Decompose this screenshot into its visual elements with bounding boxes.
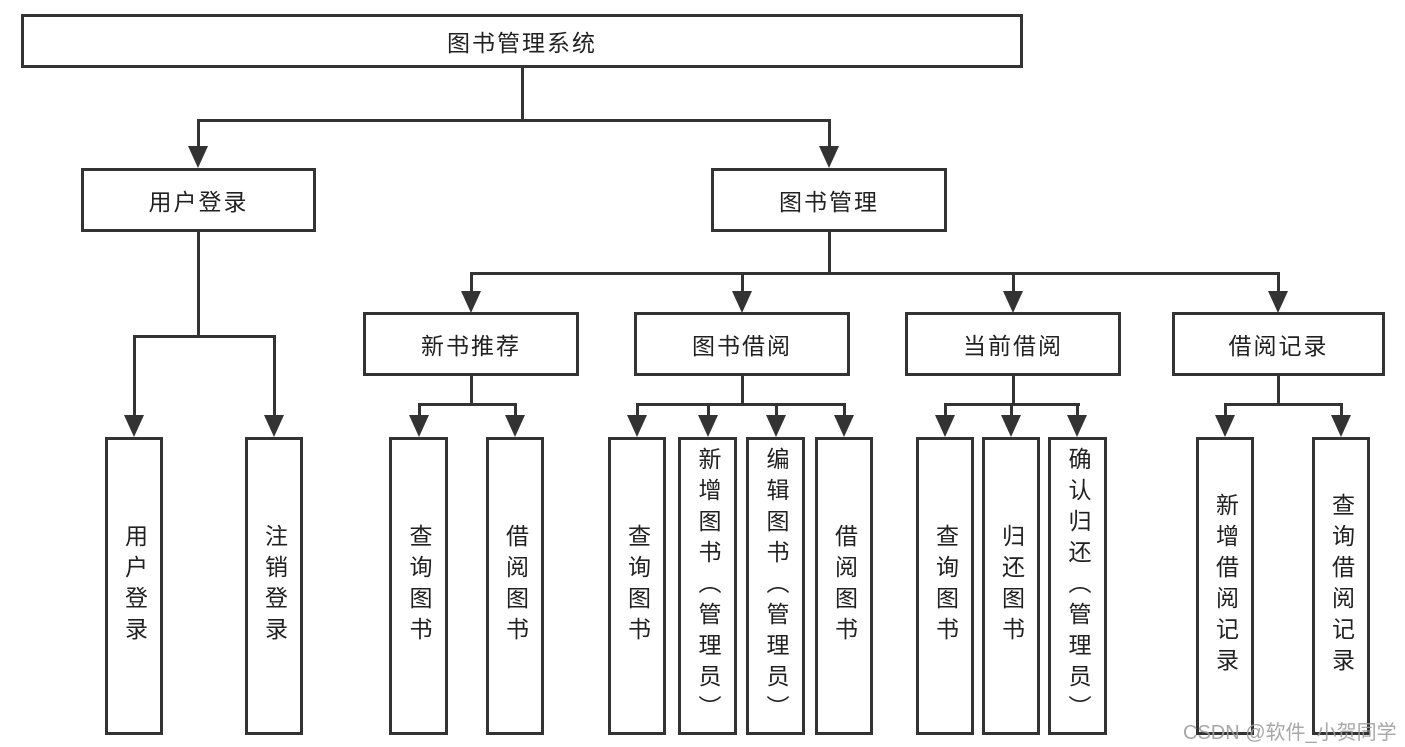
- node-root: 图书管理系统: [21, 14, 1023, 68]
- leaf-user-login-label: 用户登录: [121, 524, 148, 648]
- connector-drop-user-login: [197, 119, 200, 149]
- connector-drop-book-management: [828, 119, 831, 149]
- node-current-borrow: 当前借阅: [905, 312, 1121, 376]
- leaf-current-query: 查询图书: [916, 437, 974, 735]
- node-book-borrow: 图书借阅: [634, 312, 850, 376]
- connector-drop-leaf: [843, 403, 846, 417]
- arrow-down-icon: [732, 291, 752, 313]
- connector-userlogin-bus: [133, 335, 276, 338]
- connector-drop-leaf: [418, 403, 421, 417]
- node-new-book-recommend: 新书推荐: [363, 312, 579, 376]
- node-borrow-record: 借阅记录: [1172, 312, 1385, 376]
- node-root-label: 图书管理系统: [447, 30, 597, 56]
- leaf-borrow-add-label: 新增图书（管理员）: [695, 446, 721, 726]
- leaf-newbook-borrow-label: 借阅图书: [502, 524, 529, 648]
- connector-borrowrecord-bus: [1224, 403, 1343, 406]
- arrow-down-icon: [124, 415, 144, 437]
- connector-root-bus: [197, 119, 831, 122]
- connector-drop-level3: [1277, 272, 1280, 293]
- connector-drop-level3: [470, 272, 473, 293]
- arrow-down-icon: [1268, 291, 1288, 313]
- leaf-logout: 注销登录: [245, 437, 303, 735]
- arrow-down-icon: [698, 415, 718, 437]
- connector-drop-leaf: [514, 403, 517, 417]
- leaf-borrow-edit-label: 编辑图书（管理员）: [763, 446, 789, 726]
- connector-drop-level3: [741, 272, 744, 293]
- connector-drop-leaf: [775, 403, 778, 417]
- leaf-borrow-add: 新增图书（管理员）: [678, 437, 737, 735]
- arrow-down-icon: [1215, 415, 1235, 437]
- arrow-down-icon: [834, 415, 854, 437]
- arrow-down-icon: [935, 415, 955, 437]
- leaf-current-query-label: 查询图书: [932, 524, 959, 648]
- arrow-down-icon: [627, 415, 647, 437]
- leaf-user-login: 用户登录: [105, 437, 163, 735]
- leaf-current-return: 归还图书: [982, 437, 1040, 735]
- connector-userlogin-stem: [197, 232, 200, 338]
- connector-root-stem: [521, 68, 524, 122]
- leaf-borrow-edit: 编辑图书（管理员）: [746, 437, 805, 735]
- connector-drop-leaf: [636, 403, 639, 417]
- connector-drop-leaf: [133, 335, 136, 417]
- leaf-newbook-query-label: 查询图书: [406, 524, 432, 648]
- arrow-down-icon: [1067, 415, 1087, 437]
- arrow-down-icon: [409, 415, 429, 437]
- leaf-current-confirm: 确认归还（管理员）: [1048, 437, 1107, 735]
- arrow-down-icon: [264, 415, 284, 437]
- node-user-login-label: 用户登录: [148, 189, 249, 215]
- connector-drop-level3: [1012, 272, 1015, 293]
- connector-currentborrow-stem: [1012, 376, 1015, 406]
- arrow-down-icon: [505, 415, 525, 437]
- connector-drop-leaf: [944, 403, 947, 417]
- leaf-borrow-borrow-label: 借阅图书: [831, 524, 858, 648]
- leaf-record-query: 查询借阅记录: [1312, 437, 1370, 735]
- leaf-record-add: 新增借阅记录: [1196, 437, 1254, 735]
- connector-bookmgmt-stem: [828, 232, 831, 275]
- arrow-down-icon: [1331, 415, 1351, 437]
- node-user-login: 用户登录: [81, 168, 316, 232]
- arrow-down-icon: [461, 291, 481, 313]
- leaf-borrow-query: 查询图书: [608, 437, 666, 735]
- node-book-management: 图书管理: [711, 168, 947, 232]
- node-new-book-recommend-label: 新书推荐: [421, 333, 521, 359]
- arrow-down-icon: [188, 146, 208, 168]
- leaf-borrow-borrow: 借阅图书: [815, 437, 873, 735]
- connector-newbook-stem: [470, 376, 473, 406]
- leaf-borrow-query-label: 查询图书: [624, 524, 651, 648]
- leaf-record-add-label: 新增借阅记录: [1212, 493, 1239, 679]
- connector-borrowrecord-stem: [1277, 376, 1280, 406]
- connector-drop-leaf: [273, 335, 276, 417]
- csdn-watermark: CSDN @软件_小贺同学: [1183, 722, 1397, 744]
- leaf-record-query-label: 查询借阅记录: [1328, 493, 1355, 679]
- connector-drop-leaf: [707, 403, 710, 417]
- leaf-current-return-label: 归还图书: [998, 524, 1025, 648]
- connector-bookborrow-bus: [636, 403, 846, 406]
- connector-newbook-bus: [418, 403, 517, 406]
- arrow-down-icon: [766, 415, 786, 437]
- leaf-newbook-query: 查询图书: [389, 437, 448, 735]
- arrow-down-icon: [1003, 291, 1023, 313]
- leaf-newbook-borrow: 借阅图书: [486, 437, 544, 735]
- node-book-borrow-label: 图书借阅: [692, 333, 792, 359]
- node-current-borrow-label: 当前借阅: [963, 333, 1063, 359]
- connector-bookborrow-stem: [741, 376, 744, 406]
- connector-drop-leaf: [1340, 403, 1343, 417]
- connector-drop-leaf: [1224, 403, 1227, 417]
- leaf-current-confirm-label: 确认归还（管理员）: [1065, 446, 1091, 726]
- node-borrow-record-label: 借阅记录: [1228, 333, 1329, 359]
- leaf-logout-label: 注销登录: [261, 524, 288, 648]
- connector-drop-leaf: [1076, 403, 1079, 417]
- arrow-down-icon: [1001, 415, 1021, 437]
- node-book-management-label: 图书管理: [779, 189, 879, 215]
- connector-drop-leaf: [1010, 403, 1013, 417]
- arrow-down-icon: [819, 146, 839, 168]
- connector-bookmgmt-bus: [470, 272, 1280, 275]
